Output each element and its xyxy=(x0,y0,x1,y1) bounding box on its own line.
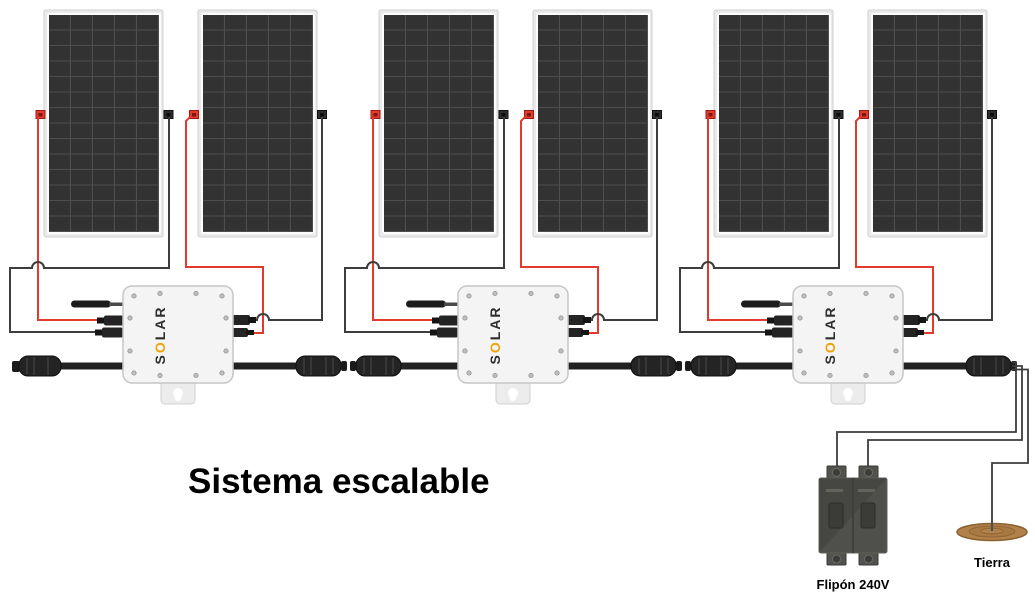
pv-group-3 xyxy=(680,10,1017,404)
trunk-connector xyxy=(685,355,737,377)
diagram-title: Sistema escalable xyxy=(188,462,490,501)
pv-group-2 xyxy=(345,10,682,404)
breaker-label: Flipón 240V xyxy=(817,577,890,592)
breaker-toggle xyxy=(860,502,876,529)
pv-group-1 xyxy=(10,10,347,404)
earth-ground xyxy=(956,519,1028,542)
breaker-toggle xyxy=(828,502,844,529)
ac-wire-l1 xyxy=(836,361,1017,467)
breaker xyxy=(818,465,888,566)
trunk-end-cap xyxy=(12,355,62,377)
ground-label: Tierra xyxy=(974,555,1011,570)
ac-wire-l2 xyxy=(867,365,1023,467)
ground-wire xyxy=(991,368,1029,524)
trunk-connector xyxy=(350,355,402,377)
